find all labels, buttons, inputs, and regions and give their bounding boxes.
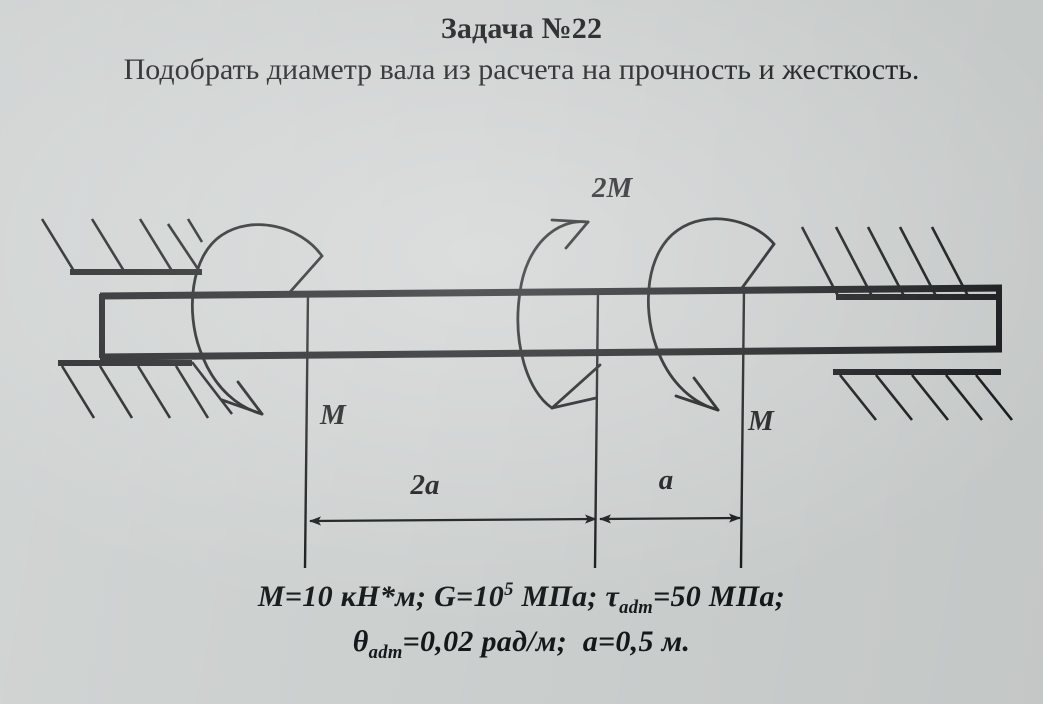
torque-arrow-right xyxy=(646,217,776,412)
shaft-bottom-edge xyxy=(99,345,1003,361)
given-line-1: M=10 кН*м; G=105 МПа; τadm=50 МПа; xyxy=(0,576,1043,621)
given-theta-value: =0,02 рад/м; xyxy=(402,625,568,659)
dimension-label-2a: 2a xyxy=(410,469,440,501)
given-tau-value: =50 МПа; xyxy=(653,580,786,613)
dimension-lines xyxy=(309,513,741,526)
right-upper-hatch-lines xyxy=(800,226,970,297)
left-upper-hatch-lines xyxy=(40,218,204,273)
torque-label-middle: 2M xyxy=(591,172,634,204)
right-lower-support-bar xyxy=(833,369,1001,375)
given-shear-modulus-pre: G=10 xyxy=(434,580,505,613)
given-shear-modulus-exponent: 5 xyxy=(504,579,514,600)
shaft-top-edge xyxy=(99,284,1003,300)
given-theta-subscript: adm xyxy=(368,642,403,664)
section-line-1 xyxy=(303,291,310,569)
left-lower-support-bar xyxy=(58,360,192,366)
torque-label-right: M xyxy=(747,405,775,437)
dimension-line-2a xyxy=(309,514,597,526)
left-fixed-support xyxy=(40,218,234,419)
heading-block: Задача №22 Подобрать диаметр вала из рас… xyxy=(0,12,1043,89)
dimension-label-a: a xyxy=(659,464,674,496)
torque-label-left: M xyxy=(319,399,347,431)
given-moment: M=10 кН*м; xyxy=(257,580,427,613)
section-line-2 xyxy=(593,289,600,569)
right-lower-hatch-lines xyxy=(838,374,1014,421)
given-data-block: M=10 кН*м; G=105 МПа; τadm=50 МПа; θadm=… xyxy=(0,576,1043,667)
torque-arrow-left xyxy=(190,223,324,416)
given-line-2: θadm=0,02 рад/м; a=0,5 м. xyxy=(0,621,1043,666)
page-subtitle: Подобрать диаметр вала из расчета на про… xyxy=(123,53,920,86)
right-fixed-support xyxy=(800,226,1014,421)
left-lower-hatch-lines xyxy=(60,361,234,419)
section-line-3 xyxy=(739,288,746,569)
given-length: a=0,5 м. xyxy=(582,625,691,659)
given-tau-symbol: τ xyxy=(605,580,620,613)
given-shear-modulus-post: МПа; xyxy=(513,580,598,613)
right-upper-support-bar xyxy=(836,294,1002,300)
torque-arrow-middle xyxy=(516,218,602,410)
dimension-line-a xyxy=(599,513,741,524)
given-theta-symbol: θ xyxy=(352,625,369,659)
shaft-body xyxy=(99,284,1003,361)
section-lines xyxy=(303,288,746,569)
page-title: Задача №22 xyxy=(440,12,603,45)
given-tau-subscript: adm xyxy=(619,597,654,618)
left-upper-support-bar xyxy=(70,269,202,275)
